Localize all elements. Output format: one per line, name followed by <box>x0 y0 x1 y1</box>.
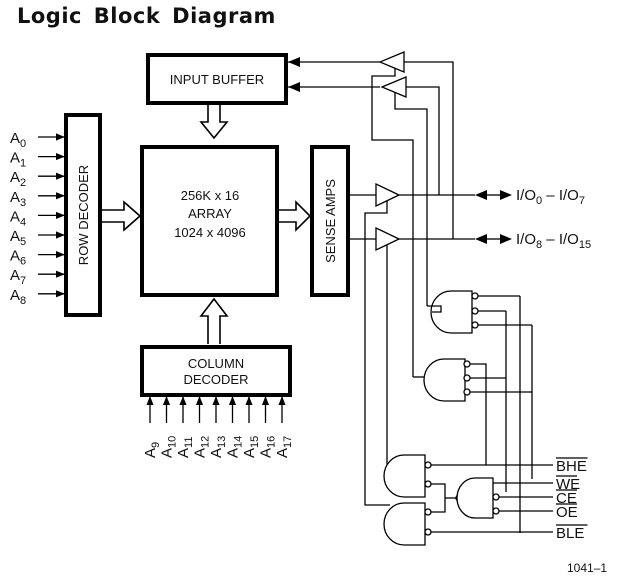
io-arrow-right-1 <box>500 190 512 200</box>
io-arrow-left-2 <box>475 234 487 244</box>
array-size-label: 256K x 16 <box>181 188 240 203</box>
gate-read-lower <box>423 358 466 402</box>
bubble-g1-c <box>471 321 479 329</box>
arrowhead-buffer-2 <box>288 82 300 92</box>
row-address-label: A8 <box>10 287 26 307</box>
buffer-to-array-arrow <box>199 105 229 140</box>
array-label: ARRAY <box>188 206 232 221</box>
output-driver-upper <box>375 182 401 208</box>
gate-bhe <box>383 454 426 498</box>
bubble-g2-b <box>463 374 471 382</box>
control-signal-ce: CE <box>556 490 577 507</box>
bubble-g4-a <box>424 508 432 516</box>
wire-out-driver-enable-2 <box>386 245 395 476</box>
gate-ble <box>383 502 426 546</box>
control-signal-bhe: BHE <box>556 458 587 475</box>
column-address-label: A10 <box>159 436 179 458</box>
column-address-label: A15 <box>241 436 261 458</box>
bubble-g2-a <box>463 360 471 368</box>
io-label-low-byte: I/O0 – I/O7 <box>516 187 585 207</box>
array-organization-label: 1024 x 4096 <box>174 225 246 240</box>
wire-lower-driver-feed <box>406 86 440 195</box>
sense-amps-block <box>310 145 350 297</box>
io-arrow-right-2 <box>500 234 512 244</box>
column-address-label: A9 <box>142 442 162 458</box>
row-address-label: A6 <box>10 248 26 268</box>
wire-out-driver-enable-1 <box>364 201 390 506</box>
column-decoder-label-2: DECODER <box>183 372 248 387</box>
wire-upper-driver-enable <box>371 68 414 377</box>
bubble-g3-b <box>424 480 432 488</box>
output-driver-lower <box>375 226 401 252</box>
row-address-label: A2 <box>10 169 26 189</box>
column-decoder-label-1: COLUMN <box>188 356 244 371</box>
input-driver-lower <box>380 76 407 98</box>
row-address-label: A1 <box>10 150 26 170</box>
bubble-g3-a <box>424 461 432 469</box>
io-arrow-left-1 <box>475 190 487 200</box>
bubble-g1-a <box>471 292 479 300</box>
control-signal-ble: BLE <box>556 525 584 542</box>
input-buffer-block <box>146 53 288 105</box>
memory-array-block <box>140 145 279 297</box>
wire-g2-a <box>470 363 487 465</box>
gate-control <box>456 477 494 519</box>
row-decoder-block <box>64 113 102 317</box>
arrowhead-buffer-1 <box>288 57 300 67</box>
bubble-g5-oe <box>492 507 500 515</box>
io-label-high-byte: I/O8 – I/O15 <box>516 231 591 251</box>
column-decoder-block <box>140 345 292 397</box>
sense-amps-label: SENSE AMPS <box>323 179 338 263</box>
bubble-g2-c <box>463 388 471 396</box>
array-to-sense-arrow <box>279 200 312 232</box>
wire-gate1-out <box>427 305 442 313</box>
column-address-label: A17 <box>274 436 294 458</box>
wire-upper-driver-feed <box>404 61 454 239</box>
column-address-label: A12 <box>192 436 212 458</box>
bubble-g4-b <box>424 528 432 536</box>
row-address-label: A5 <box>10 228 26 248</box>
bubble-g1-b <box>471 307 479 315</box>
input-driver-upper <box>378 51 405 73</box>
figure-id: 1041–1 <box>567 561 607 575</box>
wire-lower-driver-enable <box>394 93 428 306</box>
row-address-label: A3 <box>10 189 26 209</box>
gate-read-upper <box>430 290 473 334</box>
row-address-label: A7 <box>10 267 26 287</box>
control-signal-we: WE <box>556 476 580 493</box>
column-address-label: A13 <box>208 436 228 458</box>
control-signal-oe: OE <box>556 504 578 521</box>
column-address-label: A16 <box>258 436 278 458</box>
coldec-to-array-arrow <box>199 297 229 344</box>
row-address-label: A4 <box>10 208 26 228</box>
row-decoder-label: ROW DECODER <box>76 165 91 265</box>
diagram-title: Logic Block Diagram <box>17 4 276 28</box>
input-buffer-label: INPUT BUFFER <box>170 72 264 87</box>
row-address-label: A0 <box>10 130 26 150</box>
column-address-label: A14 <box>225 436 245 458</box>
bubble-g5-ce <box>492 493 500 501</box>
wire-g3g4-join <box>431 483 446 513</box>
column-address-label: A11 <box>175 437 195 458</box>
rowdec-to-array-arrow <box>102 200 142 232</box>
